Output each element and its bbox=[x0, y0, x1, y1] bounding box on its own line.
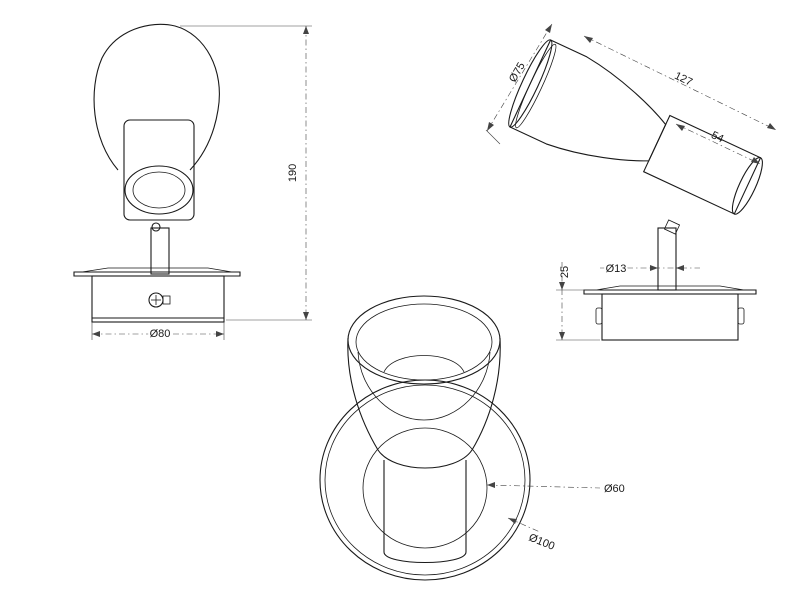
perspective-shade bbox=[347, 337, 501, 469]
side-base-screw-left bbox=[595, 307, 603, 325]
front-mount-plate bbox=[73, 271, 241, 277]
inner-ring bbox=[362, 427, 488, 549]
shade-inner-reflector bbox=[357, 351, 491, 421]
perspective-cylinder bbox=[383, 460, 467, 563]
front-stem bbox=[150, 227, 170, 275]
dim-body-length-label: 54 bbox=[709, 129, 725, 145]
dim-inner-diameter-label: Ø60 bbox=[604, 483, 625, 495]
front-base-clip bbox=[162, 295, 171, 305]
front-shade bbox=[93, 23, 220, 171]
perspective-view: Ø60 Ø100 bbox=[319, 295, 625, 581]
front-view: 190 Ø80 bbox=[73, 23, 312, 342]
dim-base-diameter-label: Ø80 bbox=[150, 328, 171, 340]
dim-outer-diameter-label: Ø100 bbox=[527, 532, 556, 553]
dim-stem-diameter-label: Ø13 bbox=[606, 263, 627, 275]
front-cylinder-end-inner bbox=[132, 171, 186, 209]
dim-line-total-length bbox=[583, 35, 777, 131]
front-plate-bevel bbox=[81, 267, 233, 273]
front-base bbox=[91, 275, 225, 323]
dim-height-label: 190 bbox=[287, 164, 299, 182]
dim-total-length-label: 127 bbox=[672, 70, 694, 89]
dim-line-shade-diameter bbox=[486, 23, 553, 132]
side-shade bbox=[509, 39, 667, 162]
front-cylinder bbox=[123, 119, 195, 221]
side-view: Ø75 127 54 Ø13 25 bbox=[485, 23, 777, 341]
dim-line-inner-diameter bbox=[486, 484, 601, 489]
side-cylinder bbox=[642, 114, 762, 215]
side-cylinder-end bbox=[731, 156, 763, 215]
side-joint bbox=[663, 219, 681, 235]
bulb-insert bbox=[383, 355, 465, 373]
dim-line-body-length bbox=[675, 123, 761, 165]
side-base-screw-right bbox=[737, 307, 745, 325]
dim-base-height-label: 25 bbox=[559, 266, 571, 278]
side-base bbox=[601, 293, 739, 341]
outer-base-disc bbox=[319, 379, 531, 581]
shade-opening-rim bbox=[347, 295, 501, 385]
dim-shade-diameter-label: Ø75 bbox=[507, 60, 528, 84]
side-shade-rim bbox=[508, 39, 553, 128]
front-cylinder-end bbox=[124, 165, 194, 215]
side-stem bbox=[657, 227, 677, 291]
front-joint-screw bbox=[151, 222, 161, 232]
side-mount-plate bbox=[583, 289, 757, 295]
